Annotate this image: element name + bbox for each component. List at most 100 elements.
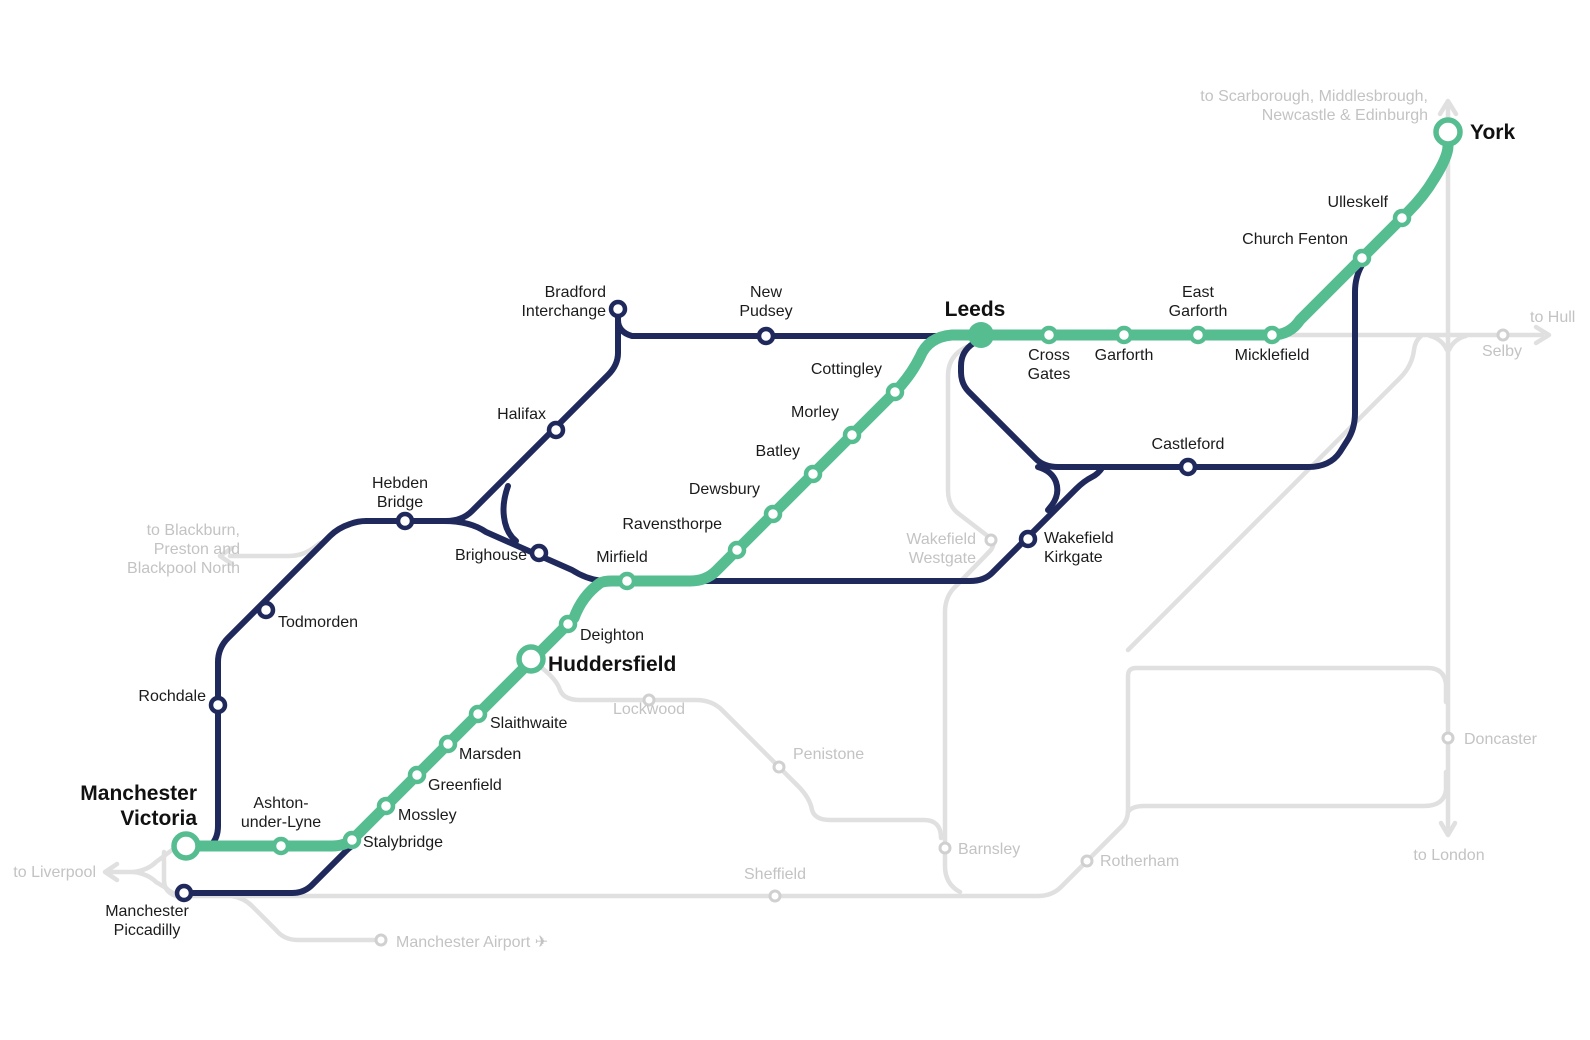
label-church-fenton: Church Fenton xyxy=(1242,231,1348,248)
station-huddersfield[interactable] xyxy=(516,644,546,674)
label-brighouse: Brighouse xyxy=(455,547,527,564)
label-dewsbury: Dewsbury xyxy=(689,481,760,498)
station-hebden-bridge[interactable] xyxy=(395,511,415,531)
station-lockwood[interactable] xyxy=(642,693,656,707)
station-selby[interactable] xyxy=(1496,328,1510,342)
station-stalybridge[interactable] xyxy=(342,830,362,850)
label-barnsley: Barnsley xyxy=(958,841,1020,858)
label-to-london: to London xyxy=(1413,847,1484,864)
connecting-rail-line xyxy=(1035,464,1061,513)
label-marsden: Marsden xyxy=(459,746,521,763)
station-brighouse[interactable] xyxy=(529,543,549,563)
station-manchester-piccadilly[interactable] xyxy=(174,883,194,903)
label-mossley: Mossley xyxy=(398,807,457,824)
station-church-fenton[interactable] xyxy=(1352,248,1372,268)
label-manchester-airport: Manchester Airport ✈ xyxy=(396,934,548,951)
label-mirfield: Mirfield xyxy=(596,549,648,566)
label-ashton-under-lyne: Ashton-under-Lyne xyxy=(241,795,321,831)
label-garforth: Garforth xyxy=(1095,347,1154,364)
main-rail-line xyxy=(180,134,1454,852)
label-lockwood: Lockwood xyxy=(613,701,685,718)
label-to-scarborough: to Scarborough, Middlesbrough,Newcastle … xyxy=(1200,88,1428,124)
station-castleford[interactable] xyxy=(1178,457,1198,477)
connecting-rail-line xyxy=(208,309,621,848)
station-mirfield[interactable] xyxy=(617,571,637,591)
station-ashton-under-lyne[interactable] xyxy=(271,836,291,856)
connecting-rail-line xyxy=(500,483,519,544)
label-castleford: Castleford xyxy=(1152,436,1225,453)
label-to-hull: to Hull xyxy=(1530,309,1575,326)
station-new-pudsey[interactable] xyxy=(756,326,776,346)
station-rotherham[interactable] xyxy=(1080,854,1094,868)
label-batley: Batley xyxy=(756,443,800,460)
station-ravensthorpe[interactable] xyxy=(727,540,747,560)
station-east-garforth[interactable] xyxy=(1188,325,1208,345)
label-york: York xyxy=(1470,121,1515,144)
label-deighton: Deighton xyxy=(580,627,644,644)
route-direction-arrow-icon xyxy=(102,861,120,883)
label-sheffield: Sheffield xyxy=(744,866,806,883)
label-morley: Morley xyxy=(791,404,839,421)
station-cross-gates[interactable] xyxy=(1039,325,1059,345)
route-direction-arrow-icon xyxy=(1533,324,1552,346)
station-wakefield-kirkgate[interactable] xyxy=(1018,529,1038,549)
background-rail-line xyxy=(1125,333,1424,653)
station-marsden[interactable] xyxy=(438,734,458,754)
station-penistone[interactable] xyxy=(772,760,786,774)
background-rail-line xyxy=(227,540,323,559)
label-slaithwaite: Slaithwaite xyxy=(490,715,567,732)
station-todmorden[interactable] xyxy=(256,600,276,620)
label-leeds: Leeds xyxy=(945,298,1006,321)
label-to-liverpool: to Liverpool xyxy=(13,864,96,881)
station-cottingley[interactable] xyxy=(885,382,905,402)
connecting-rail-line xyxy=(615,309,975,339)
station-garforth[interactable] xyxy=(1114,325,1134,345)
connecting-rail-line xyxy=(441,518,605,584)
station-bradford-interchange[interactable] xyxy=(608,299,628,319)
station-doncaster[interactable] xyxy=(1441,731,1455,745)
station-halifax[interactable] xyxy=(546,420,566,440)
background-rail-line xyxy=(1125,769,1449,815)
background-rail-line xyxy=(1427,333,1450,353)
station-barnsley[interactable] xyxy=(938,841,952,855)
route-direction-arrow-icon xyxy=(1437,98,1459,117)
route-direction-arrow-icon xyxy=(1438,820,1458,838)
label-stalybridge: Stalybridge xyxy=(363,834,443,851)
station-sheffield[interactable] xyxy=(768,889,782,903)
station-manchester-airport[interactable] xyxy=(374,933,388,947)
station-slaithwaite[interactable] xyxy=(468,704,488,724)
label-micklefield: Micklefield xyxy=(1235,347,1310,364)
connecting-rail-line xyxy=(637,465,1105,584)
label-rochdale: Rochdale xyxy=(138,688,206,705)
label-penistone: Penistone xyxy=(793,746,864,763)
label-huddersfield: Huddersfield xyxy=(548,653,676,676)
station-greenfield[interactable] xyxy=(407,765,427,785)
route-direction-arrow-icon xyxy=(217,545,235,567)
station-micklefield[interactable] xyxy=(1262,325,1282,345)
label-greenfield: Greenfield xyxy=(428,777,502,794)
station-ulleskelf[interactable] xyxy=(1392,208,1412,228)
station-wakefield-westgate[interactable] xyxy=(984,533,998,547)
station-batley[interactable] xyxy=(803,464,823,484)
station-dewsbury[interactable] xyxy=(763,504,783,524)
station-york[interactable] xyxy=(1433,117,1463,147)
station-deighton[interactable] xyxy=(558,614,578,634)
station-mossley[interactable] xyxy=(376,796,396,816)
station-leeds[interactable] xyxy=(968,322,994,348)
label-halifax: Halifax xyxy=(497,406,546,423)
background-rail-line xyxy=(539,665,944,841)
station-morley[interactable] xyxy=(842,425,862,445)
station-manchester-victoria[interactable] xyxy=(171,831,201,861)
background-rail-line xyxy=(173,665,1449,899)
station-rochdale[interactable] xyxy=(208,695,228,715)
